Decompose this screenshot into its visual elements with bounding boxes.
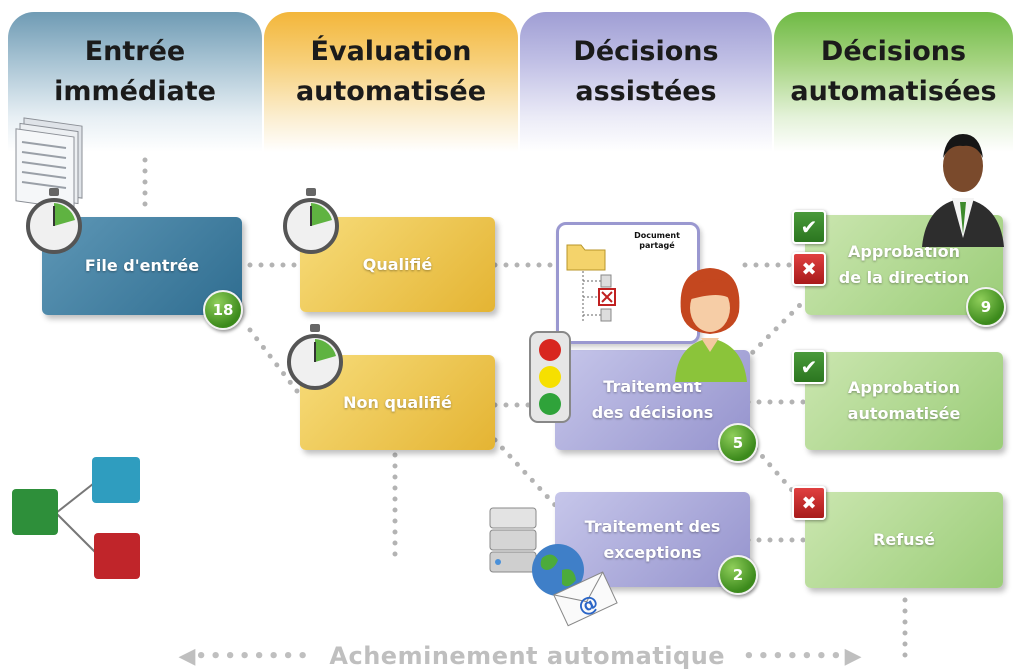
node-label-line2: exceptions [603, 542, 702, 562]
count-badge: 18 [203, 290, 243, 330]
server-icon [489, 507, 537, 573]
node-label-line2: des décisions [591, 403, 714, 422]
node-label-line1: Approbation [848, 378, 960, 397]
column-title-line1: Décisions [573, 36, 719, 67]
document-title-line2: partagé [639, 241, 675, 250]
hierarchy-icon [12, 457, 140, 579]
document-stack-icon [15, 117, 83, 208]
globe-icon [532, 544, 584, 596]
column-title-line2: immédiate [54, 76, 216, 107]
mail-icon: @ [553, 571, 618, 627]
column-title-line2: automatisées [790, 76, 997, 107]
shared-document-card: Document partagé [556, 222, 700, 344]
column-title-line2: assistées [575, 76, 717, 107]
column-title-line1: Décisions [820, 36, 967, 67]
count-badge: 5 [718, 423, 758, 463]
footer-label: Acheminement automatique [329, 642, 726, 670]
count-badge: 9 [966, 287, 1006, 327]
node-label: Refusé [873, 530, 935, 549]
node-label: Non qualifié [343, 392, 452, 412]
column-title-line1: Entrée [84, 36, 186, 67]
close-icon: ✖ [792, 486, 826, 520]
routing-footer: ◀ •••••••• Acheminement automatique ••••… [140, 642, 900, 670]
folder-tree-icon [566, 244, 616, 322]
column-header-decisions-assistees: Décisions assistées [520, 12, 772, 152]
check-icon: ✔ [792, 210, 826, 244]
node-traitement-exceptions[interactable]: Traitement des exceptions [555, 492, 750, 587]
dots-divider: ••••••• [743, 645, 845, 667]
user-avatar-icon [675, 268, 747, 382]
stopwatch-icon [26, 188, 82, 254]
close-icon: ✖ [792, 252, 826, 286]
dots-divider: •••••••• [195, 645, 312, 667]
node-refuse[interactable]: Refusé [805, 492, 1003, 588]
check-icon: ✔ [792, 350, 826, 384]
column-header-decisions-automatisees: Décisions automatisées [774, 12, 1013, 152]
count-badge: 2 [718, 555, 758, 595]
node-label-line2: de la direction [838, 268, 970, 287]
arrow-left-icon: ◀ [178, 643, 196, 669]
stopwatch-icon [283, 188, 339, 254]
manager-avatar-icon [922, 134, 1004, 247]
column-title-line1: Évaluation [310, 36, 472, 67]
arrow-right-icon: ▶ [844, 643, 862, 669]
node-label-line2: automatisée [847, 404, 961, 423]
traffic-light-icon [529, 331, 571, 423]
document-title-line1: Document [634, 231, 680, 240]
column-title-line2: automatisée [295, 76, 487, 107]
stopwatch-icon [287, 324, 343, 390]
node-label: File d'entrée [84, 256, 200, 275]
node-label-line1: Traitement des [584, 516, 721, 536]
node-approbation-automatisee[interactable]: Approbation automatisée [805, 352, 1003, 450]
node-label: Qualifié [362, 254, 433, 274]
column-header-evaluation: Évaluation automatisée [264, 12, 518, 152]
